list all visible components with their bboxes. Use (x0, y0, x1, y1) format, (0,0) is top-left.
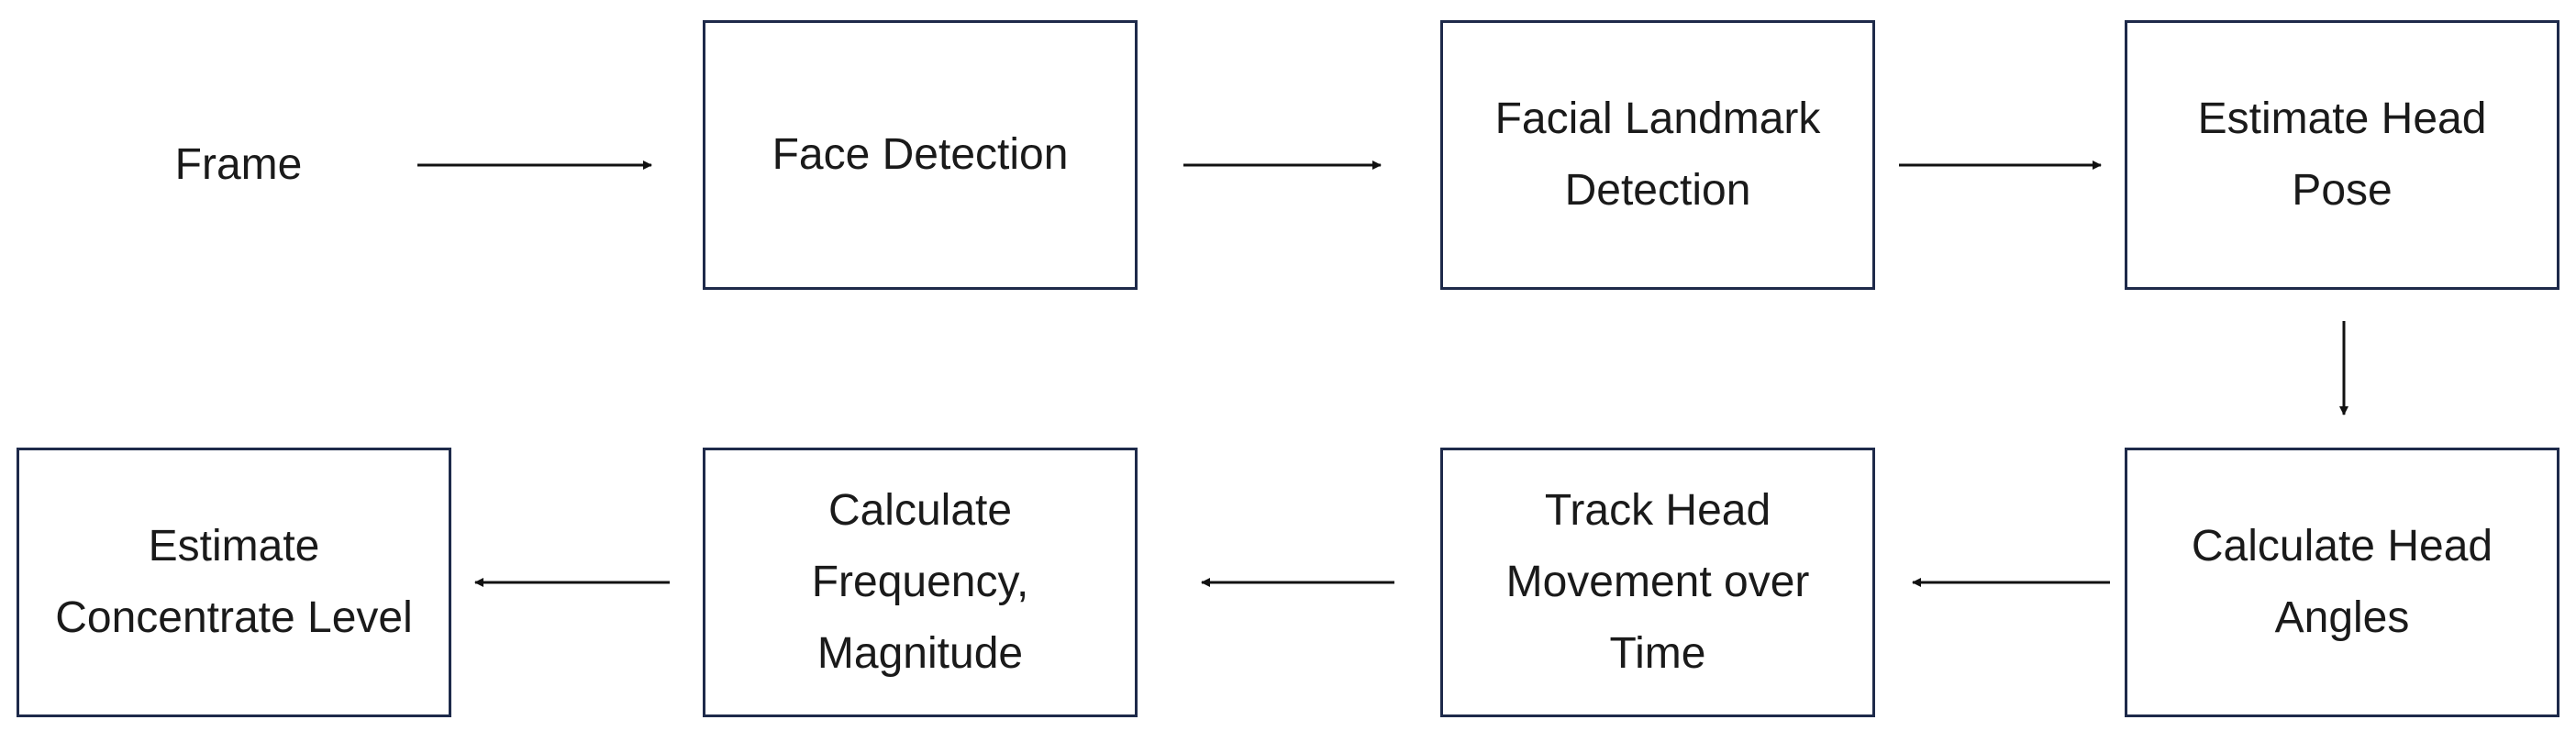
node-facial-landmark-detection: Facial Landmark Detection (1440, 20, 1875, 290)
node-estimate-head-pose: Estimate Head Pose (2125, 20, 2559, 290)
node-frame: Frame (110, 110, 367, 220)
node-label-line: Time (1609, 629, 1706, 678)
node-label-line: Calculate Head (2191, 522, 2493, 570)
node-label-line: Magnitude (816, 629, 1024, 678)
node-calculate-frequency-magnitude: Calculate Frequency, Magnitude (703, 448, 1138, 717)
node-label-line: Concentrate Level (55, 593, 413, 642)
node-label-line: Frame (174, 140, 303, 189)
node-label-line: Face Detection (772, 130, 1069, 179)
node-label-line: Movement over (1505, 558, 1810, 606)
node-track-head-movement: Track Head Movement over Time (1440, 448, 1875, 717)
node-label-line: Frequency, (811, 558, 1029, 606)
node-estimate-concentrate-level: Estimate Concentrate Level (17, 448, 451, 717)
node-label-line: Detection (1564, 166, 1751, 215)
node-label-line: Angles (2274, 593, 2410, 642)
node-label-line: Facial Landmark (1494, 94, 1821, 143)
node-label-line: Pose (2292, 166, 2393, 215)
node-face-detection: Face Detection (703, 20, 1138, 290)
node-label-line: Estimate Head (2197, 94, 2487, 143)
node-calculate-head-angles: Calculate Head Angles (2125, 448, 2559, 717)
node-label-line: Estimate (148, 522, 320, 570)
node-label-line: Calculate (827, 486, 1013, 535)
node-label-line: Track Head (1544, 486, 1771, 535)
